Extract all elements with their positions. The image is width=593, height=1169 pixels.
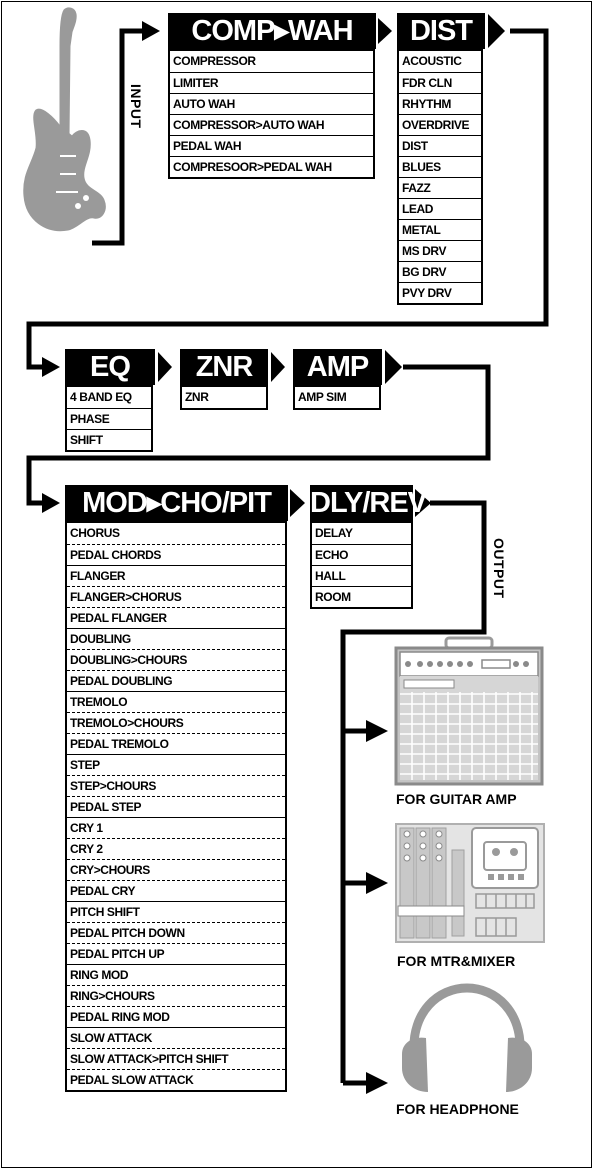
list-item: COMPRESSOR bbox=[170, 51, 373, 72]
list-item: AMP SIM bbox=[295, 387, 379, 408]
list-item: RING>CHOURS bbox=[67, 985, 285, 1006]
list-item: DELAY bbox=[312, 523, 411, 544]
list-item: COMPRESOOR>PEDAL WAH bbox=[170, 156, 373, 177]
list-item: 4 BAND EQ bbox=[67, 387, 151, 408]
mtr-mixer-icon bbox=[394, 820, 546, 946]
list-item: BLUES bbox=[399, 156, 481, 177]
headphone-label: FOR HEADPHONE bbox=[396, 1101, 519, 1117]
list-item: PEDAL WAH bbox=[170, 135, 373, 156]
list-item: ACOUSTIC bbox=[399, 51, 481, 72]
list-item: ROOM bbox=[312, 586, 411, 607]
list-item: TREMOLO bbox=[67, 691, 285, 712]
list-item: PEDAL RING MOD bbox=[67, 1006, 285, 1027]
list-item: FLANGER>CHORUS bbox=[67, 586, 285, 607]
znr-list: ZNR bbox=[180, 385, 268, 410]
list-item: STEP bbox=[67, 754, 285, 775]
list-item: METAL bbox=[399, 219, 481, 240]
list-item: PEDAL PITCH DOWN bbox=[67, 922, 285, 943]
list-item: PEDAL STEP bbox=[67, 796, 285, 817]
list-item: ECHO bbox=[312, 544, 411, 565]
list-item: PHASE bbox=[67, 408, 151, 429]
list-item: PEDAL SLOW ATTACK bbox=[67, 1069, 285, 1090]
list-item: RING MOD bbox=[67, 964, 285, 985]
amp-header: AMP bbox=[293, 349, 382, 385]
list-item: PEDAL CHORDS bbox=[67, 544, 285, 565]
eq-header: EQ bbox=[65, 349, 155, 385]
list-item: RHYTHM bbox=[399, 93, 481, 114]
list-item: PEDAL TREMOLO bbox=[67, 733, 285, 754]
list-item: PVY DRV bbox=[399, 282, 481, 303]
amp-list: AMP SIM bbox=[293, 385, 381, 410]
list-item: MS DRV bbox=[399, 240, 481, 261]
list-item: FAZZ bbox=[399, 177, 481, 198]
dist-header: DIST bbox=[397, 13, 485, 49]
list-item: SLOW ATTACK>PITCH SHIFT bbox=[67, 1048, 285, 1069]
guitar-amp-label: FOR GUITAR AMP bbox=[396, 791, 517, 807]
list-item: PITCH SHIFT bbox=[67, 901, 285, 922]
mtr-mixer-label: FOR MTR&MIXER bbox=[397, 953, 515, 969]
list-item: BG DRV bbox=[399, 261, 481, 282]
list-item: PEDAL FLANGER bbox=[67, 607, 285, 628]
list-item: CRY>CHOURS bbox=[67, 859, 285, 880]
list-item: HALL bbox=[312, 565, 411, 586]
list-item: LIMITER bbox=[170, 72, 373, 93]
list-item: PEDAL PITCH UP bbox=[67, 943, 285, 964]
list-item: SHIFT bbox=[67, 429, 151, 450]
headphone-icon bbox=[394, 982, 540, 1096]
dly-rev-header: DLY/REV bbox=[310, 485, 413, 521]
list-item: DOUBLING>CHOURS bbox=[67, 649, 285, 670]
list-item: SLOW ATTACK bbox=[67, 1027, 285, 1048]
comp-wah-header: COMP▸WAH bbox=[168, 13, 376, 49]
list-item: CRY 2 bbox=[67, 838, 285, 859]
list-item: AUTO WAH bbox=[170, 93, 373, 114]
input-label: INPUT bbox=[128, 84, 144, 129]
list-item: LEAD bbox=[399, 198, 481, 219]
list-item: DOUBLING bbox=[67, 628, 285, 649]
list-item: CRY 1 bbox=[67, 817, 285, 838]
list-item: TREMOLO>CHOURS bbox=[67, 712, 285, 733]
list-item: CHORUS bbox=[67, 523, 285, 544]
list-item: PEDAL DOUBLING bbox=[67, 670, 285, 691]
list-item: FLANGER bbox=[67, 565, 285, 586]
guitar-icon bbox=[20, 6, 112, 252]
list-item: STEP>CHOURS bbox=[67, 775, 285, 796]
output-label: OUTPUT bbox=[491, 538, 507, 599]
list-item: PEDAL CRY bbox=[67, 880, 285, 901]
znr-header: ZNR bbox=[180, 349, 268, 385]
list-item: ZNR bbox=[182, 387, 266, 408]
list-item: OVERDRIVE bbox=[399, 114, 481, 135]
list-item: FDR CLN bbox=[399, 72, 481, 93]
list-item: DIST bbox=[399, 135, 481, 156]
mod-header: MOD▸CHO/PIT bbox=[65, 485, 288, 521]
list-item: COMPRESSOR>AUTO WAH bbox=[170, 114, 373, 135]
guitar-amp-icon bbox=[394, 636, 544, 786]
